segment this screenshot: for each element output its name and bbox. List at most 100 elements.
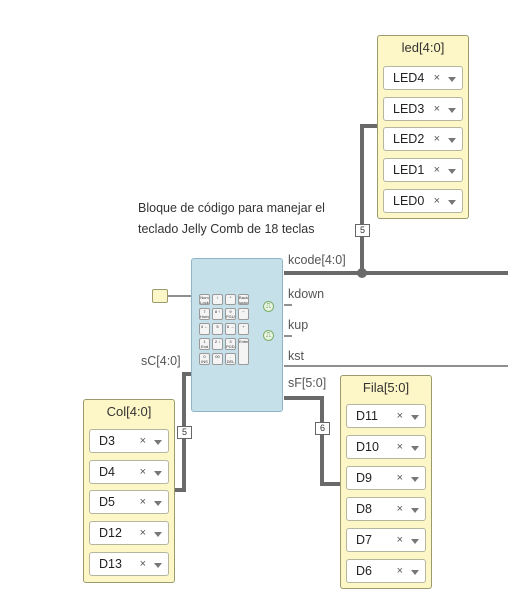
- keypad-key: *: [225, 294, 236, 305]
- chevron-down-icon[interactable]: [448, 108, 456, 113]
- pin-label: D10: [356, 440, 379, 454]
- bus-width-badge-kcode: 5: [355, 224, 370, 237]
- port-label-kdown: kdown: [288, 287, 325, 301]
- chevron-down-icon[interactable]: [154, 501, 162, 506]
- pin-dropdown[interactable]: D7 ×: [346, 528, 426, 552]
- chevron-down-icon[interactable]: [154, 563, 162, 568]
- pin-dropdown[interactable]: D6 ×: [346, 559, 426, 583]
- remove-icon[interactable]: ×: [139, 496, 146, 508]
- input-pin-block[interactable]: [152, 289, 168, 303]
- port-label-sf: sF[5:0]: [288, 376, 327, 390]
- pin-label: D11: [356, 409, 379, 423]
- pin-label: LED0: [393, 194, 425, 208]
- chevron-down-icon[interactable]: [448, 200, 456, 205]
- port-label-kst: kst: [288, 349, 304, 363]
- remove-icon[interactable]: ×: [139, 435, 146, 447]
- pin-label: D13: [99, 557, 122, 571]
- pin-dropdown[interactable]: LED4 ×: [383, 66, 463, 90]
- chevron-down-icon[interactable]: [448, 138, 456, 143]
- keypad-key: 6 →: [225, 323, 236, 335]
- keypad-key: 0 INS: [199, 353, 210, 365]
- group-title: Fila[5:0]: [362, 380, 410, 395]
- status-led-icon: ⎍: [263, 301, 274, 312]
- port-label-kcode: kcode[4:0]: [288, 253, 346, 267]
- chevron-down-icon[interactable]: [411, 508, 419, 513]
- pin-dropdown[interactable]: D4 ×: [89, 460, 169, 484]
- remove-icon[interactable]: ×: [396, 410, 403, 422]
- pin-label: D4: [99, 465, 115, 479]
- pin-dropdown[interactable]: LED2 ×: [383, 127, 463, 151]
- bus-width-badge-col: 5: [177, 426, 192, 439]
- pin-dropdown[interactable]: D5 ×: [89, 490, 169, 514]
- fila-output-group[interactable]: Fila[5:0] D11 × D10 × D9 × D8× D7 × D6 ×: [340, 375, 432, 589]
- remove-icon[interactable]: ×: [433, 164, 440, 176]
- remove-icon[interactable]: ×: [396, 441, 403, 453]
- pin-label: LED4: [393, 71, 425, 85]
- keypad-key: −: [238, 308, 249, 320]
- remove-icon[interactable]: ×: [139, 527, 146, 539]
- pin-dropdown[interactable]: LED0 ×: [383, 189, 463, 213]
- pin-label: D5: [99, 495, 115, 509]
- keypad-key: . DEL: [225, 353, 236, 365]
- remove-icon[interactable]: ×: [433, 133, 440, 145]
- chevron-down-icon[interactable]: [411, 477, 419, 482]
- keypad-key: Enter: [238, 338, 249, 365]
- chevron-down-icon[interactable]: [411, 539, 419, 544]
- keypad-key: 3 PGDN: [225, 338, 236, 350]
- chevron-down-icon[interactable]: [154, 532, 162, 537]
- keypad-key: Back space: [238, 294, 249, 305]
- code-block-caption: Bloque de código para manejar el teclado…: [138, 201, 325, 236]
- pin-dropdown[interactable]: D13 ×: [89, 552, 169, 576]
- chevron-down-icon[interactable]: [154, 440, 162, 445]
- col-output-group[interactable]: Col[4:0] D3 × D4 × D5 × D12 × D13 ×: [83, 399, 175, 583]
- code-block[interactable]: Num Lock / * Back space 7 Home 8 ↑ 9 PGU…: [191, 258, 283, 412]
- pin-dropdown[interactable]: D10 ×: [346, 435, 426, 459]
- remove-icon[interactable]: ×: [396, 534, 403, 546]
- keypad-key: 5: [212, 323, 223, 335]
- keypad-icon: Num Lock / * Back space 7 Home 8 ↑ 9 PGU…: [199, 294, 249, 374]
- bus-width-badge-fila: 6: [315, 422, 330, 435]
- pin-label: D12: [99, 526, 122, 540]
- chevron-down-icon[interactable]: [448, 77, 456, 82]
- keypad-key: Num Lock: [199, 294, 210, 305]
- keypad-key: +: [238, 323, 249, 335]
- remove-icon[interactable]: ×: [396, 503, 403, 515]
- port-label-sc: sC[4:0]: [141, 354, 181, 368]
- chevron-down-icon[interactable]: [154, 471, 162, 476]
- pin-dropdown[interactable]: LED1×: [383, 158, 463, 182]
- port-label-kup: kup: [288, 318, 309, 332]
- pin-label: D9: [356, 471, 372, 485]
- pin-dropdown[interactable]: D11 ×: [346, 404, 426, 428]
- pin-dropdown[interactable]: D12 ×: [89, 521, 169, 545]
- pin-label: D7: [356, 533, 372, 547]
- remove-icon[interactable]: ×: [396, 472, 403, 484]
- remove-icon[interactable]: ×: [433, 103, 440, 115]
- remove-icon[interactable]: ×: [396, 565, 403, 577]
- pin-dropdown[interactable]: D3 ×: [89, 429, 169, 453]
- keypad-key: 7 Home: [199, 308, 210, 320]
- pin-dropdown[interactable]: LED3 ×: [383, 97, 463, 121]
- group-title: Col[4:0]: [106, 404, 152, 419]
- chevron-down-icon[interactable]: [448, 169, 456, 174]
- sf-bus-wire[interactable]: [284, 396, 341, 486]
- status-led-icon: ⎍: [263, 330, 274, 341]
- chevron-down-icon[interactable]: [411, 570, 419, 575]
- remove-icon[interactable]: ×: [139, 466, 146, 478]
- keypad-key: 00: [212, 353, 223, 365]
- keypad-key: 1 End: [199, 338, 210, 350]
- pin-label: LED3: [393, 102, 425, 116]
- led-output-group[interactable]: led[4:0] LED4× LED3× LED2× LED1× LED0×: [377, 35, 469, 219]
- remove-icon[interactable]: ×: [433, 195, 440, 207]
- keypad-key: 2 ↓: [212, 338, 223, 350]
- remove-icon[interactable]: ×: [433, 72, 440, 84]
- keypad-key: 4 ←: [199, 323, 210, 335]
- keypad-key: 8 ↑: [212, 308, 223, 320]
- pin-dropdown[interactable]: D8×: [346, 497, 426, 521]
- chevron-down-icon[interactable]: [411, 415, 419, 420]
- pin-label: D3: [99, 434, 115, 448]
- pin-label: D6: [356, 564, 372, 578]
- chevron-down-icon[interactable]: [411, 446, 419, 451]
- remove-icon[interactable]: ×: [139, 558, 146, 570]
- pin-dropdown[interactable]: D9 ×: [346, 466, 426, 490]
- pin-label: LED2: [393, 132, 425, 146]
